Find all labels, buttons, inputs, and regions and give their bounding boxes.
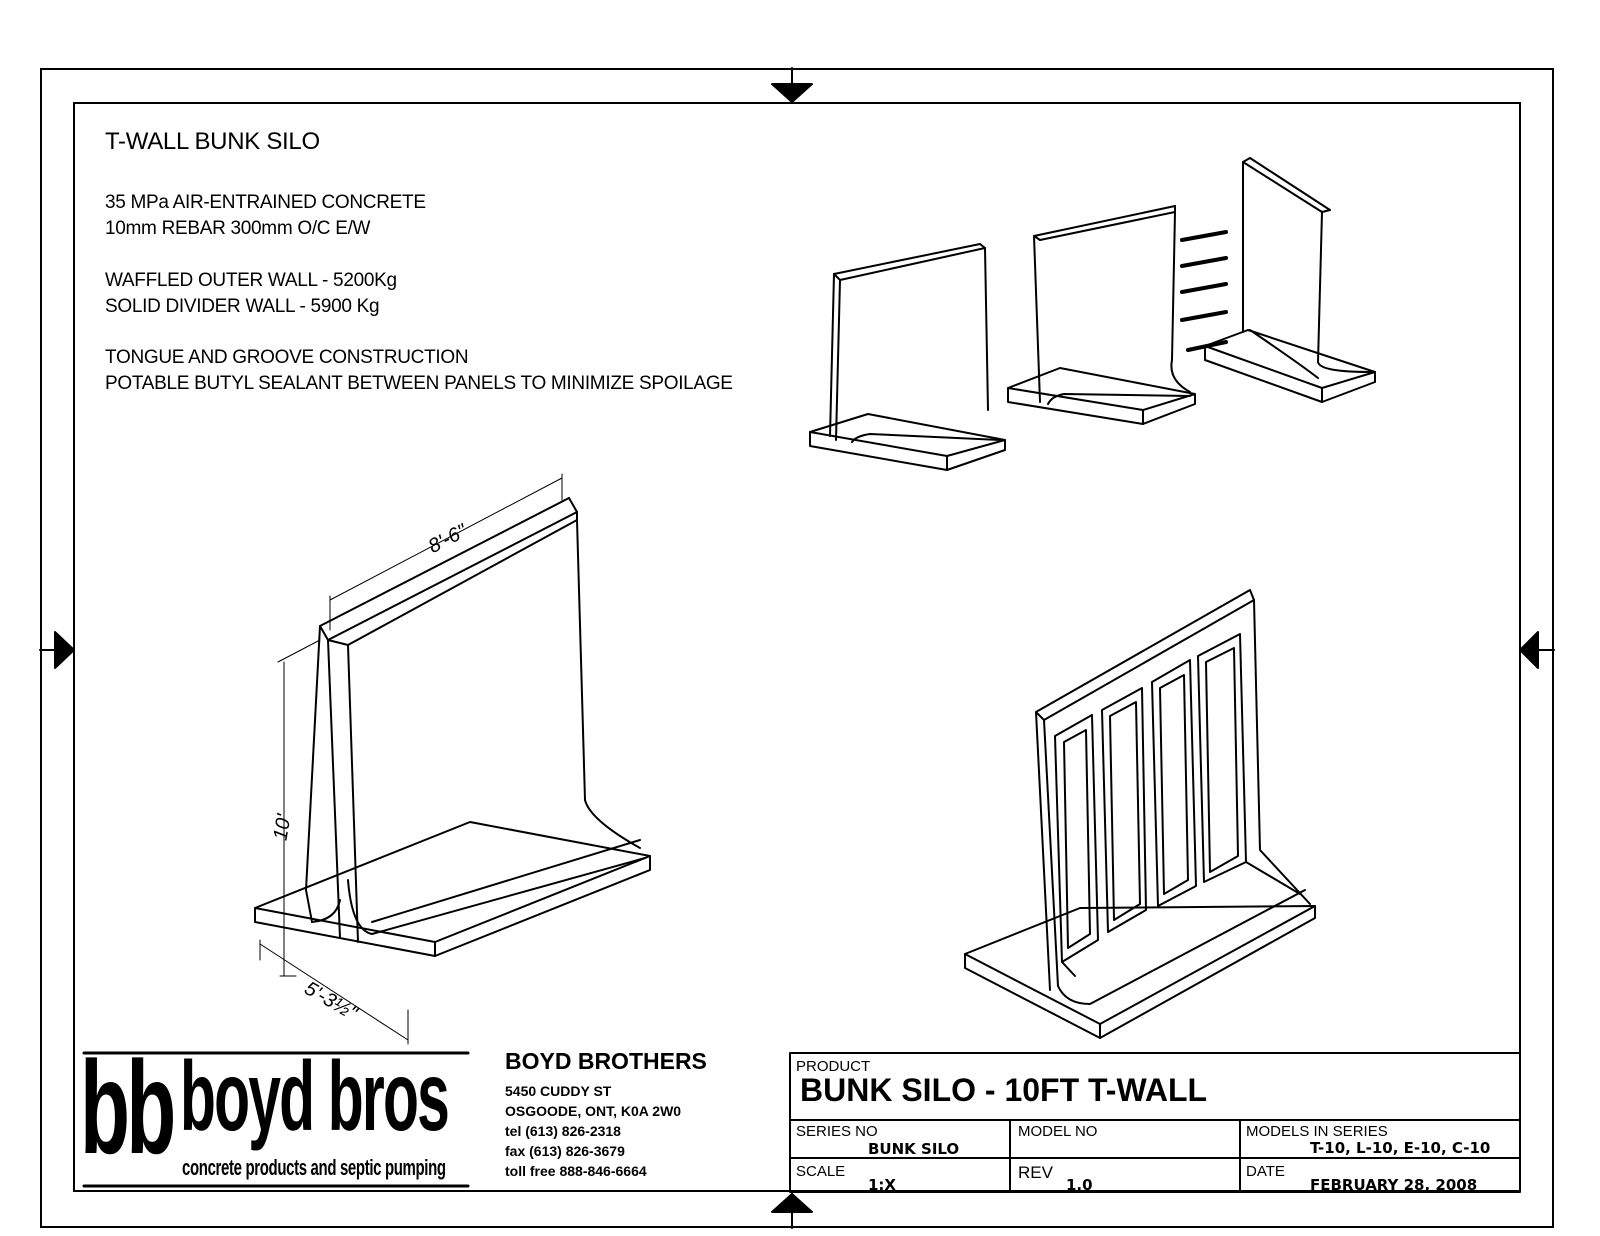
rebar-dowels xyxy=(1180,230,1228,352)
date-value: FEBRUARY 28, 2008 xyxy=(1310,1176,1478,1194)
drawing-title: T-WALL BUNK SILO xyxy=(105,128,320,155)
company-name: BOYD BROTHERS xyxy=(505,1048,707,1074)
logo-brand-name: boyd bros xyxy=(180,1041,450,1151)
drawing-outer-border xyxy=(40,68,1554,1228)
logo-tagline: concrete products and septic pumping xyxy=(182,1155,446,1180)
rev-label: REV xyxy=(1018,1163,1053,1182)
series-no-label: SERIES NO xyxy=(796,1123,878,1140)
company-fax: fax (613) 826-3679 xyxy=(505,1143,625,1159)
center-mark-left xyxy=(39,631,75,669)
note-concrete: 35 MPa AIR-ENTRAINED CONCRETE xyxy=(105,192,426,213)
series-no-value: BUNK SILO xyxy=(868,1140,960,1158)
t-wall-panel-right xyxy=(1204,157,1376,403)
note-rebar: 10mm REBAR 300mm O/C E/W xyxy=(105,218,371,239)
waffled-wall-drawing xyxy=(964,589,1316,1039)
center-mark-top xyxy=(771,67,813,103)
note-sealant: POTABLE BUTYL SEALANT BETWEEN PANELS TO … xyxy=(105,373,733,394)
scale-label: SCALE xyxy=(796,1163,846,1180)
note-outer-wall-weight: WAFFLED OUTER WALL - 5200Kg xyxy=(105,270,397,291)
company-address-city: OSGOODE, ONT, K0A 2W0 xyxy=(505,1103,682,1119)
center-mark-bottom xyxy=(771,1193,813,1229)
rev-value: 1.0 xyxy=(1066,1176,1093,1194)
company-address-street: 5450 CUDDY ST xyxy=(505,1083,612,1099)
scale-value: 1:X xyxy=(868,1176,897,1194)
logo-lines xyxy=(82,1051,470,1188)
product-label: PRODUCT xyxy=(796,1058,871,1075)
dimension-lines xyxy=(259,473,563,1045)
t-wall-panel-left xyxy=(809,243,1006,471)
logo-initials: bb xyxy=(80,1034,176,1181)
models-in-series-value: T-10, L-10, E-10, C-10 xyxy=(1310,1139,1491,1157)
models-in-series-label: MODELS IN SERIES xyxy=(1246,1123,1388,1140)
t-wall-main-drawing xyxy=(254,497,651,957)
center-mark-right xyxy=(1519,631,1555,669)
company-toll-free: toll free 888-846-6664 xyxy=(505,1163,647,1179)
date-label: DATE xyxy=(1246,1163,1285,1180)
note-divider-wall-weight: SOLID DIVIDER WALL - 5900 Kg xyxy=(105,296,380,317)
dimension-height: 10' xyxy=(269,812,296,843)
t-wall-panel-middle xyxy=(1007,205,1196,425)
note-construction: TONGUE AND GROOVE CONSTRUCTION xyxy=(105,347,469,368)
title-block-grid xyxy=(789,1052,1521,1193)
model-no-label: MODEL NO xyxy=(1018,1123,1098,1140)
company-phone: tel (613) 826-2318 xyxy=(505,1123,621,1139)
product-name: BUNK SILO - 10FT T-WALL xyxy=(800,1072,1208,1108)
